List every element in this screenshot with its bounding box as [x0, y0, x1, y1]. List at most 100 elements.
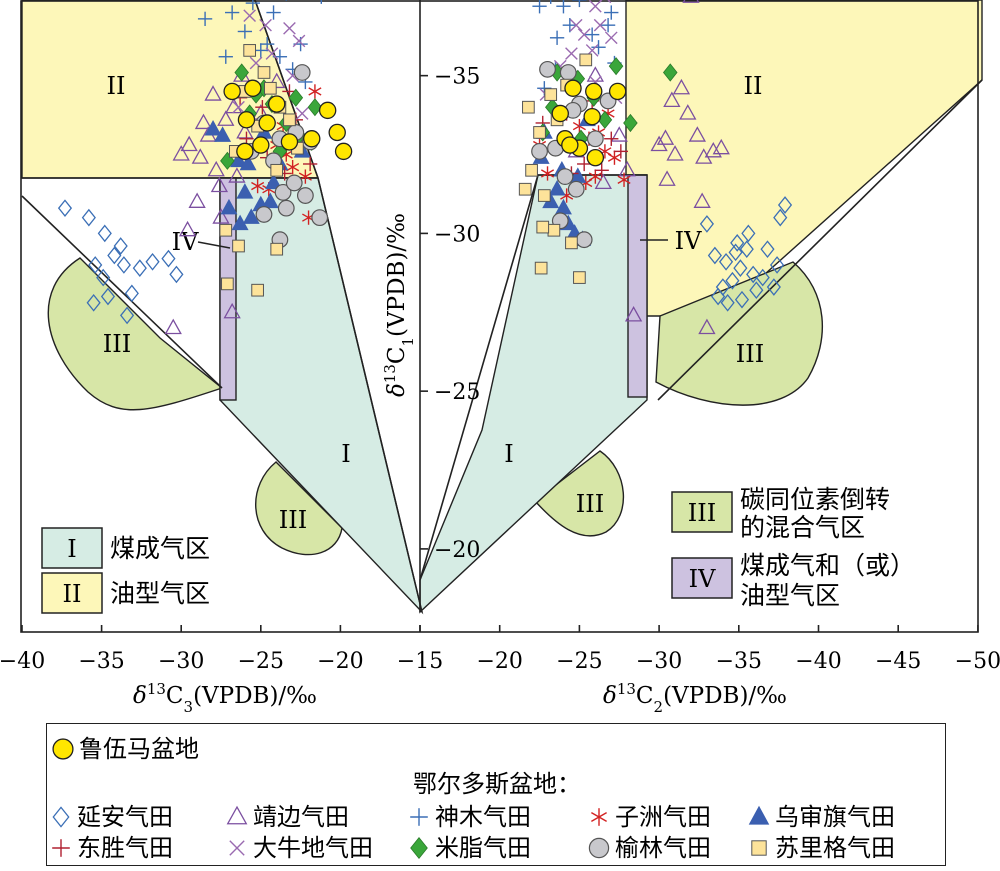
zone-label-ii-left: II: [107, 72, 126, 100]
point-right: [658, 170, 676, 186]
point-left: [232, 239, 245, 253]
legend-box: 鲁伍马盆地鄂尔多斯盆地：延安气田靖边气田神木气田子洲气田乌审旗气田东胜气田大牛地…: [46, 723, 946, 866]
point-right: [760, 240, 775, 259]
point-left: [318, 101, 337, 120]
legend-zone-ii-swatch-label: II: [63, 580, 82, 608]
point-right: [608, 57, 624, 76]
point-left: [224, 5, 240, 20]
point-left: [266, 5, 281, 20]
point-right: [618, 160, 636, 177]
legend-entry-label: 延安气田: [77, 803, 173, 831]
point-left: [100, 287, 116, 306]
point-left: [268, 72, 286, 89]
point-left: [223, 82, 241, 101]
point-right: [585, 82, 603, 101]
point-right: [766, 278, 781, 296]
legend-symbol-diamond-open: [52, 806, 70, 828]
legend-zone-iii-text-b: 的混合气区: [740, 513, 865, 542]
boundary-right-diagonal: [657, 79, 983, 401]
point-right: [666, 145, 684, 161]
point-left: [320, 0, 322, 4]
point-right: [663, 91, 681, 107]
point-left: [242, 208, 260, 224]
legend-entry-label: 乌审旗气田: [775, 803, 895, 831]
point-right: [604, 5, 619, 20]
point-left: [245, 0, 260, 11]
point-left: [124, 284, 139, 303]
point-left: [274, 183, 292, 201]
legend-entry-label: 神木气田: [435, 803, 531, 831]
point-left: [214, 126, 232, 142]
point-right: [591, 40, 606, 55]
point-left: [132, 259, 147, 277]
point-left: [265, 173, 283, 190]
data-markers: [57, 0, 793, 335]
point-right: [728, 243, 743, 262]
legend-entry-label: 鲁伍马盆地: [79, 735, 199, 763]
point-right: [704, 141, 722, 158]
point-left: [292, 34, 306, 48]
point-right: [586, 148, 605, 167]
left-x-tick-label: −40: [0, 649, 45, 674]
point-left: [270, 242, 284, 256]
left-x-tick-label: −35: [78, 649, 124, 674]
point-right: [656, 129, 675, 145]
zone-ii-right: [625, 0, 983, 317]
point-right: [613, 144, 628, 159]
point-right: [604, 31, 618, 45]
point-left: [303, 130, 321, 148]
point-right: [550, 0, 552, 4]
point-right: [650, 135, 668, 152]
point-right: [693, 192, 711, 208]
point-right: [707, 246, 722, 265]
point-right: [730, 234, 745, 252]
legend-zone-iv-text-a: 煤成气和（或）: [740, 551, 915, 580]
right-x-tick-label: −45: [875, 649, 921, 674]
legend-zone-i-swatch: [41, 527, 103, 569]
y-tick-label: −30: [434, 222, 480, 247]
point-left: [259, 18, 272, 32]
left-x-tick-label: −15: [397, 649, 443, 674]
point-left: [96, 268, 111, 287]
legend-entry-label: 靖边气田: [253, 803, 349, 831]
legend-entry-label: 大牛地气田: [253, 834, 373, 862]
point-left: [207, 160, 225, 177]
legend-zone-i-swatch-label: I: [67, 535, 76, 563]
point-left: [237, 111, 256, 129]
point-left: [223, 302, 241, 319]
point-left: [280, 133, 299, 151]
point-left: [178, 220, 197, 237]
point-left: [307, 98, 323, 117]
point-right: [586, 130, 604, 148]
legend-symbol-asterisk: [591, 808, 607, 826]
right-x-tick-label: −35: [716, 649, 762, 674]
point-left: [232, 100, 245, 114]
y-tick-label: −35: [434, 65, 480, 90]
zone-boundary-lines: [21, 0, 983, 613]
point-left: [295, 107, 309, 120]
legend-entry-label: 东胜气田: [77, 834, 173, 862]
zone-iii-left-lower: [255, 461, 343, 556]
point-left: [145, 252, 160, 271]
point-left: [81, 208, 96, 227]
legend-symbol-circle: [52, 738, 74, 760]
point-left: [258, 114, 276, 132]
point-right: [585, 27, 600, 42]
y-axis-label: δ13C1(VPDB)/‰: [381, 213, 417, 397]
point-left: [286, 159, 300, 175]
zone-label-iii-right-upper: III: [736, 340, 764, 368]
point-left: [288, 88, 304, 107]
point-right: [577, 156, 592, 172]
point-left: [253, 43, 268, 58]
point-left: [188, 192, 206, 208]
right-x-tick-label: −20: [476, 649, 522, 674]
point-right: [547, 223, 561, 237]
point-right: [623, 113, 638, 133]
point-right: [567, 180, 585, 198]
point-left: [252, 136, 270, 154]
point-right: [544, 88, 558, 101]
legend-svg: 鲁伍马盆地鄂尔多斯盆地：延安气田靖边气田神木气田子洲气田乌审旗气田东胜气田大牛地…: [52, 735, 895, 862]
point-left: [119, 306, 135, 325]
point-right: [579, 53, 593, 67]
